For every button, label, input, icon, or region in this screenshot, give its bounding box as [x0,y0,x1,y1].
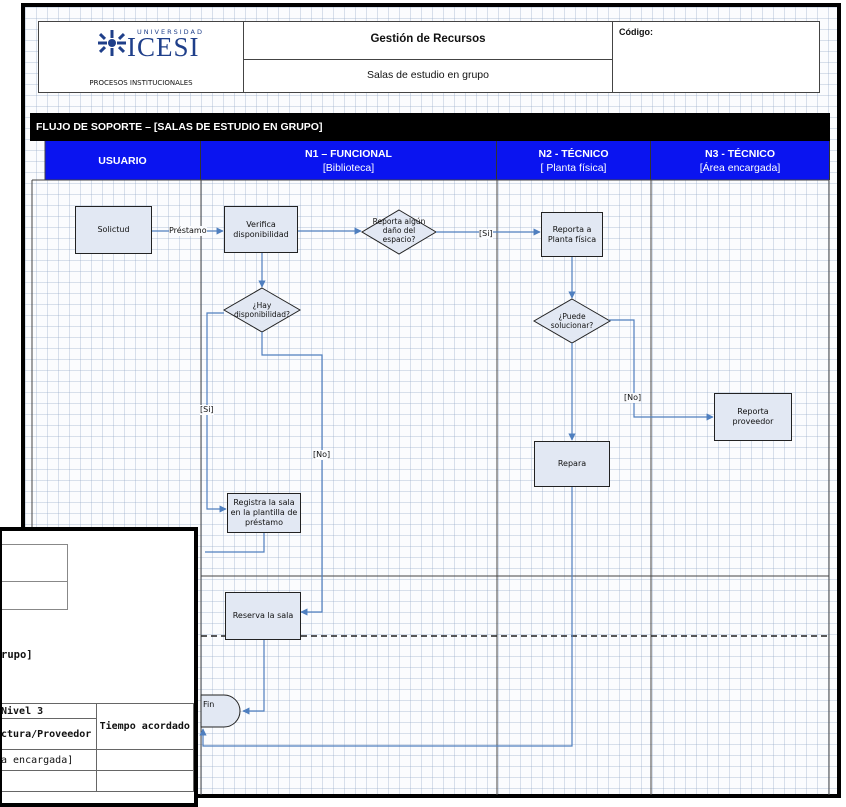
front-tiempo-header: Tiempo acordado [95,703,194,750]
front-header-box-lower [2,582,68,610]
node-verifica-disponibilidad: Verifica disponibilidad [224,206,298,253]
node-reporta-proveedor: Reporta proveedor [714,393,792,441]
decision-label-hay-disponibilidad: ¿Hay disponibilidad? [233,301,291,319]
lane-header-usuario: USUARIO [45,141,201,180]
lane-header-n1: N1 – FUNCIONAL [Biblioteca] [201,141,497,180]
node-reporta-planta: Reporta a Planta física [541,212,603,257]
lane-subtitle: [Biblioteca] [322,161,375,174]
front-row-blank-2 [95,770,194,792]
node-registra-sala: Registra la sala en la plantilla de prés… [227,493,301,533]
node-reserva-sala: Reserva la sala [225,592,301,640]
document-title: Gestión de Recursos [370,33,486,45]
front-row-value: a encargada] [2,749,97,771]
front-col-header: ctura/Proveedor [2,718,97,750]
document-subtitle: Salas de estudio en grupo [366,69,489,81]
node-solicitud: Solictud [75,206,152,254]
front-row-blank [2,770,97,792]
code-label: Código: [619,27,653,37]
overlapped-document: rupo] Nivel 3 Tiempo acordado ctura/Prov… [0,527,198,807]
front-nivel-header: Nivel 3 [2,703,97,719]
logo-university-text: UNIVERSIDAD [137,28,204,36]
lane-title: N3 - TÉCNICO [704,147,775,160]
edge-label-si-dano: [Si] [479,229,493,239]
edge-label-prestamo: Préstamo [169,226,207,236]
title-cell: Gestión de Recursos [244,22,613,60]
flow-title-bar: FLUJO DE SOPORTE – [SALAS DE ESTUDIO EN … [30,113,830,141]
edge-label-si-disponibilidad: [Si] [200,405,214,415]
front-title-fragment: rupo] [1,649,33,661]
fin-label: Fin [203,700,215,709]
node-repara: Repara [534,441,610,487]
front-table: Nivel 3 Tiempo acordado ctura/Proveedor … [2,703,194,792]
document-header: UNIVERSIDAD ICESI PROCESOS INSTITUCIONAL… [38,21,820,93]
edge-label-no-disponibilidad: [No] [313,450,331,460]
edge-label-no-solucionar: [No] [624,393,642,403]
lane-header-n3: N3 - TÉCNICO [Área encargada] [651,141,830,180]
front-row-empty [95,749,194,771]
lane-title: N1 – FUNCIONAL [305,147,392,160]
decision-label-puede-solucionar: ¿Puede solucionar? [550,312,594,330]
code-cell: Código: [613,22,819,92]
lane-title: USUARIO [98,154,147,167]
decision-label-reporta-dano: Reporta algún daño del espacio? [372,217,426,244]
logo-subtitle: PROCESOS INSTITUCIONALES [89,79,193,87]
lane-title: N2 - TÉCNICO [538,147,609,160]
lane-subtitle: [ Planta física] [540,161,607,174]
icesi-logo-icon [98,30,126,56]
lane-header-n2: N2 - TÉCNICO [ Planta física] [497,141,651,180]
front-header-box [2,544,68,582]
logo-name-text: ICESI [127,32,200,62]
lane-subtitle: [Área encargada] [699,161,781,174]
subtitle-cell: Salas de estudio en grupo [244,60,613,92]
logo-cell: UNIVERSIDAD ICESI PROCESOS INSTITUCIONAL… [39,22,244,92]
